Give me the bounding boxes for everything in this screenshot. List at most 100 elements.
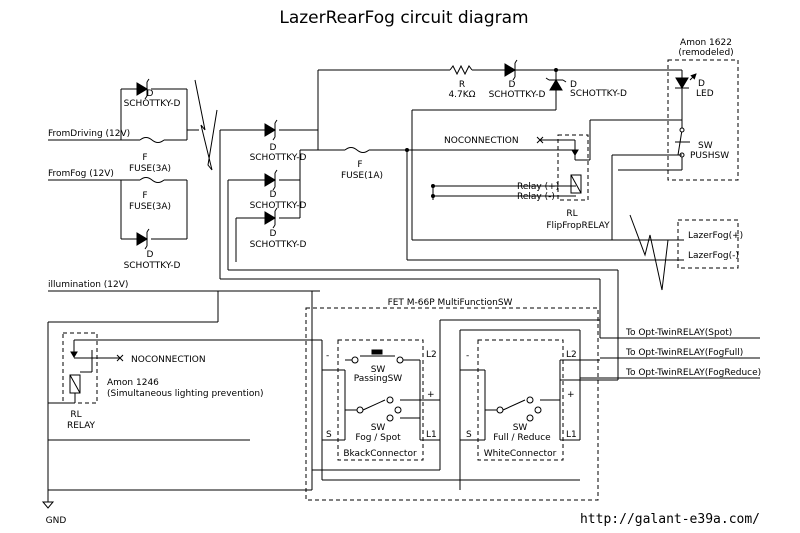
flipflop-rl-letter: RL xyxy=(566,209,577,219)
fuse-2-value: FUSE(3A) xyxy=(129,202,171,212)
resistor-symbol xyxy=(449,64,473,76)
diode-1-letter: D xyxy=(147,89,154,99)
input-section: FromDriving (12V) FromFog (12V) F FUSE(3… xyxy=(48,78,218,271)
diagram-title: LazerRearFog circuit diagram xyxy=(279,8,528,28)
fet-l2-left: L2 xyxy=(426,350,437,360)
amon-1246-name: Amon 1246 xyxy=(107,378,159,388)
fog-spot-sw-letter: SW xyxy=(371,423,386,433)
passing-sw-symbol xyxy=(371,349,383,355)
amon-1246-rl-name: RELAY xyxy=(67,421,96,431)
fet-l1-left: L1 xyxy=(426,430,437,440)
fuse-3-letter: F xyxy=(357,160,362,170)
flipflop-relay-module: NOCONNECTION Relay (+) Relay (-) RL Flip… xyxy=(406,120,610,260)
diode-5-type: SCHOTTKY-D xyxy=(250,240,307,250)
resistor-value: 4.7KΩ xyxy=(448,90,475,100)
diode-7-letter: D xyxy=(570,80,577,90)
output-fogfull-label: To Opt-TwinRELAY(FogFull) xyxy=(625,348,743,358)
diode-6-type: SCHOTTKY-D xyxy=(489,90,546,100)
white-connector-box xyxy=(477,339,564,461)
led-letter: D xyxy=(698,79,705,89)
amon-1246-rl-letter: RL xyxy=(70,410,81,420)
diode-1-type: SCHOTTKY-D xyxy=(124,99,181,109)
relay-minus-label: Relay (-) xyxy=(517,192,555,202)
led-symbol xyxy=(675,77,689,89)
noconnection-x-1 xyxy=(536,136,544,144)
relay-plus-label: Relay (+) xyxy=(517,182,559,192)
diode-5-symbol xyxy=(264,211,276,225)
diode-2-type: SCHOTTKY-D xyxy=(124,261,181,271)
diode-3-symbol xyxy=(264,123,276,137)
led-label: LED xyxy=(696,89,714,99)
diode-3-type: SCHOTTKY-D xyxy=(250,153,307,163)
fog-spot-sw-label: Fog / Spot xyxy=(355,433,401,443)
output-fogreduce-label: To Opt-TwinRELAY(FogReduce) xyxy=(625,368,761,378)
full-reduce-sw-label: Full / Reduce xyxy=(493,433,551,443)
fuse-2-symbol xyxy=(139,177,165,183)
output-labels: To Opt-TwinRELAY(Spot) To Opt-TwinRELAY(… xyxy=(625,328,761,378)
illumination-label: illumination (12V) xyxy=(48,280,128,290)
fuse-3-value: FUSE(1A) xyxy=(341,171,383,181)
from-fog-label: FromFog (12V) xyxy=(48,169,114,179)
noconnection-label-1: NOCONNECTION xyxy=(444,136,519,146)
diode-6-symbol xyxy=(504,63,516,77)
fet-s-right: S xyxy=(466,430,472,440)
output-spot-label: To Opt-TwinRELAY(Spot) xyxy=(625,328,732,338)
full-reduce-sw-symbol xyxy=(502,399,526,411)
diode-2-symbol xyxy=(136,232,148,246)
diode-4-letter: D xyxy=(270,190,277,200)
fet-s-left: S xyxy=(326,430,332,440)
diode-4-symbol xyxy=(264,173,276,187)
fuse-1-letter: F xyxy=(142,153,147,163)
fog-spot-sw-symbol xyxy=(362,399,386,411)
fet-minus-right: - xyxy=(466,351,469,361)
noconnection-label-2: NOCONNECTION xyxy=(131,355,206,365)
ground-symbol xyxy=(41,501,55,509)
amon-1622-note: (remodeled) xyxy=(678,48,733,58)
fet-title: FET M-66P MultiFunctionSW xyxy=(388,298,513,308)
amon-1622-module: Amon 1622 (remodeled) D LED SW PUSHSW xyxy=(590,38,739,181)
flipflop-rl-name: FlipFropRELAY xyxy=(546,221,610,231)
fuse-1-value: FUSE(3A) xyxy=(129,164,171,174)
from-driving-label: FromDriving (12V) xyxy=(48,129,130,139)
black-connector-label: BkackConnector xyxy=(343,449,417,459)
middle-section: D SCHOTTKY-D D SCHOTTKY-D D SCHOTTKY-D F… xyxy=(219,70,412,279)
diode-6-letter: D xyxy=(509,80,516,90)
fuse-1-symbol xyxy=(139,137,165,143)
resistor-letter: R xyxy=(459,80,465,90)
fet-l2-right: L2 xyxy=(566,350,577,360)
lazerfog-section: LazerFog(+) LazerFog(-) xyxy=(407,214,743,291)
wire-break-symbol xyxy=(194,79,218,171)
fet-plus-right: + xyxy=(567,390,575,400)
gnd-label: GND xyxy=(46,516,67,526)
diode-4-type: SCHOTTKY-D xyxy=(250,201,307,211)
diode-2-letter: D xyxy=(147,250,154,260)
diode-1-symbol xyxy=(136,82,148,96)
diode-5-letter: D xyxy=(270,229,277,239)
fuse-2-letter: F xyxy=(142,191,147,201)
fet-multifunction-switch: FET M-66P MultiFunctionSW xyxy=(305,291,760,501)
diode-7-symbol xyxy=(549,79,563,91)
pushsw-letter: SW xyxy=(698,141,713,151)
fet-minus-left: - xyxy=(326,351,329,361)
wire-break-symbol-2 xyxy=(629,214,669,291)
passing-sw-label: PassingSW xyxy=(354,374,403,384)
top-section: R 4.7KΩ D SCHOTTKY-D D SCHOTTKY-D xyxy=(318,59,682,241)
diode-7-type: SCHOTTKY-D xyxy=(570,89,627,99)
diode-3-letter: D xyxy=(270,143,277,153)
lazerfog-minus-label: LazerFog(-) xyxy=(688,251,739,261)
source-url: http://galant-e39a.com/ xyxy=(580,512,760,527)
amon-1246-note: (Simultaneous lighting prevention) xyxy=(107,389,264,399)
fuse-3-symbol xyxy=(344,147,370,153)
fet-plus-left: + xyxy=(427,390,435,400)
white-connector-label: WhiteConnector xyxy=(484,449,557,459)
noconnection-x-2 xyxy=(116,354,124,362)
black-connector-box xyxy=(337,339,424,461)
pushsw-label: PUSHSW xyxy=(690,151,729,161)
amon-1246-module: illumination (12V) NOCONNECTION Amon 124… xyxy=(41,269,619,526)
passing-sw-letter: SW xyxy=(371,365,386,375)
lazerfog-plus-label: LazerFog(+) xyxy=(688,231,743,241)
fet-l1-right: L1 xyxy=(566,430,577,440)
full-reduce-sw-letter: SW xyxy=(513,423,528,433)
